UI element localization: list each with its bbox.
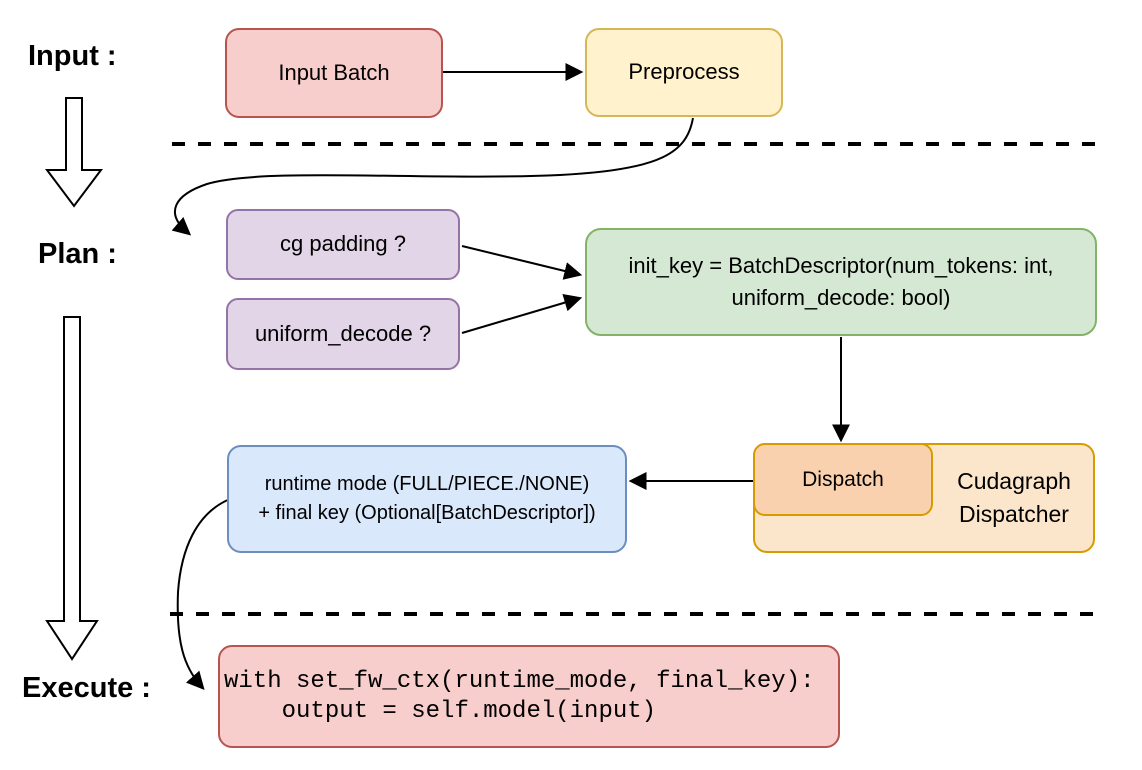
- node-uniform-decode: uniform_decode ?: [226, 298, 460, 370]
- dispatcher-label-line2: Dispatcher: [959, 501, 1069, 527]
- section-label-input: Input :: [28, 40, 117, 72]
- node-dispatch: Dispatch: [753, 443, 933, 516]
- edge-runtimemode-to-execute: [176, 498, 231, 691]
- node-input-batch: Input Batch: [225, 28, 443, 118]
- section-label-plan: Plan :: [38, 238, 117, 270]
- node-preprocess: Preprocess: [585, 28, 783, 117]
- init-key-line1: init_key = BatchDescriptor(num_tokens: i…: [628, 253, 1054, 278]
- node-init-key: init_key = BatchDescriptor(num_tokens: i…: [585, 228, 1097, 336]
- node-runtime-mode: runtime mode (FULL/PIECE./NONE) + final …: [227, 445, 627, 553]
- execute-code-line2: output = self.model(input): [224, 697, 657, 725]
- cudagraph-dispatcher-label: Cudagraph Dispatcher: [933, 443, 1095, 553]
- execute-code-line1: with set_fw_ctx(runtime_mode, final_key)…: [224, 667, 815, 695]
- node-execute-code: with set_fw_ctx(runtime_mode, final_key)…: [218, 645, 840, 748]
- node-cg-padding: cg padding ?: [226, 209, 460, 280]
- section-down-arrow-plan: [45, 316, 99, 661]
- edge-preprocess-to-cgpadding: [171, 117, 694, 236]
- dispatcher-label-line1: Cudagraph: [957, 468, 1071, 494]
- runtime-mode-line1: runtime mode (FULL/PIECE./NONE): [264, 473, 590, 495]
- section-label-execute: Execute :: [22, 672, 151, 704]
- edge-cgpadding-to-initkey: [461, 245, 583, 280]
- section-down-arrow-input: [45, 97, 103, 208]
- runtime-mode-line2: + final key (Optional[BatchDescriptor]): [258, 502, 596, 524]
- init-key-line2: uniform_decode: bool): [731, 285, 951, 310]
- edge-uniformdecode-to-initkey: [461, 293, 583, 334]
